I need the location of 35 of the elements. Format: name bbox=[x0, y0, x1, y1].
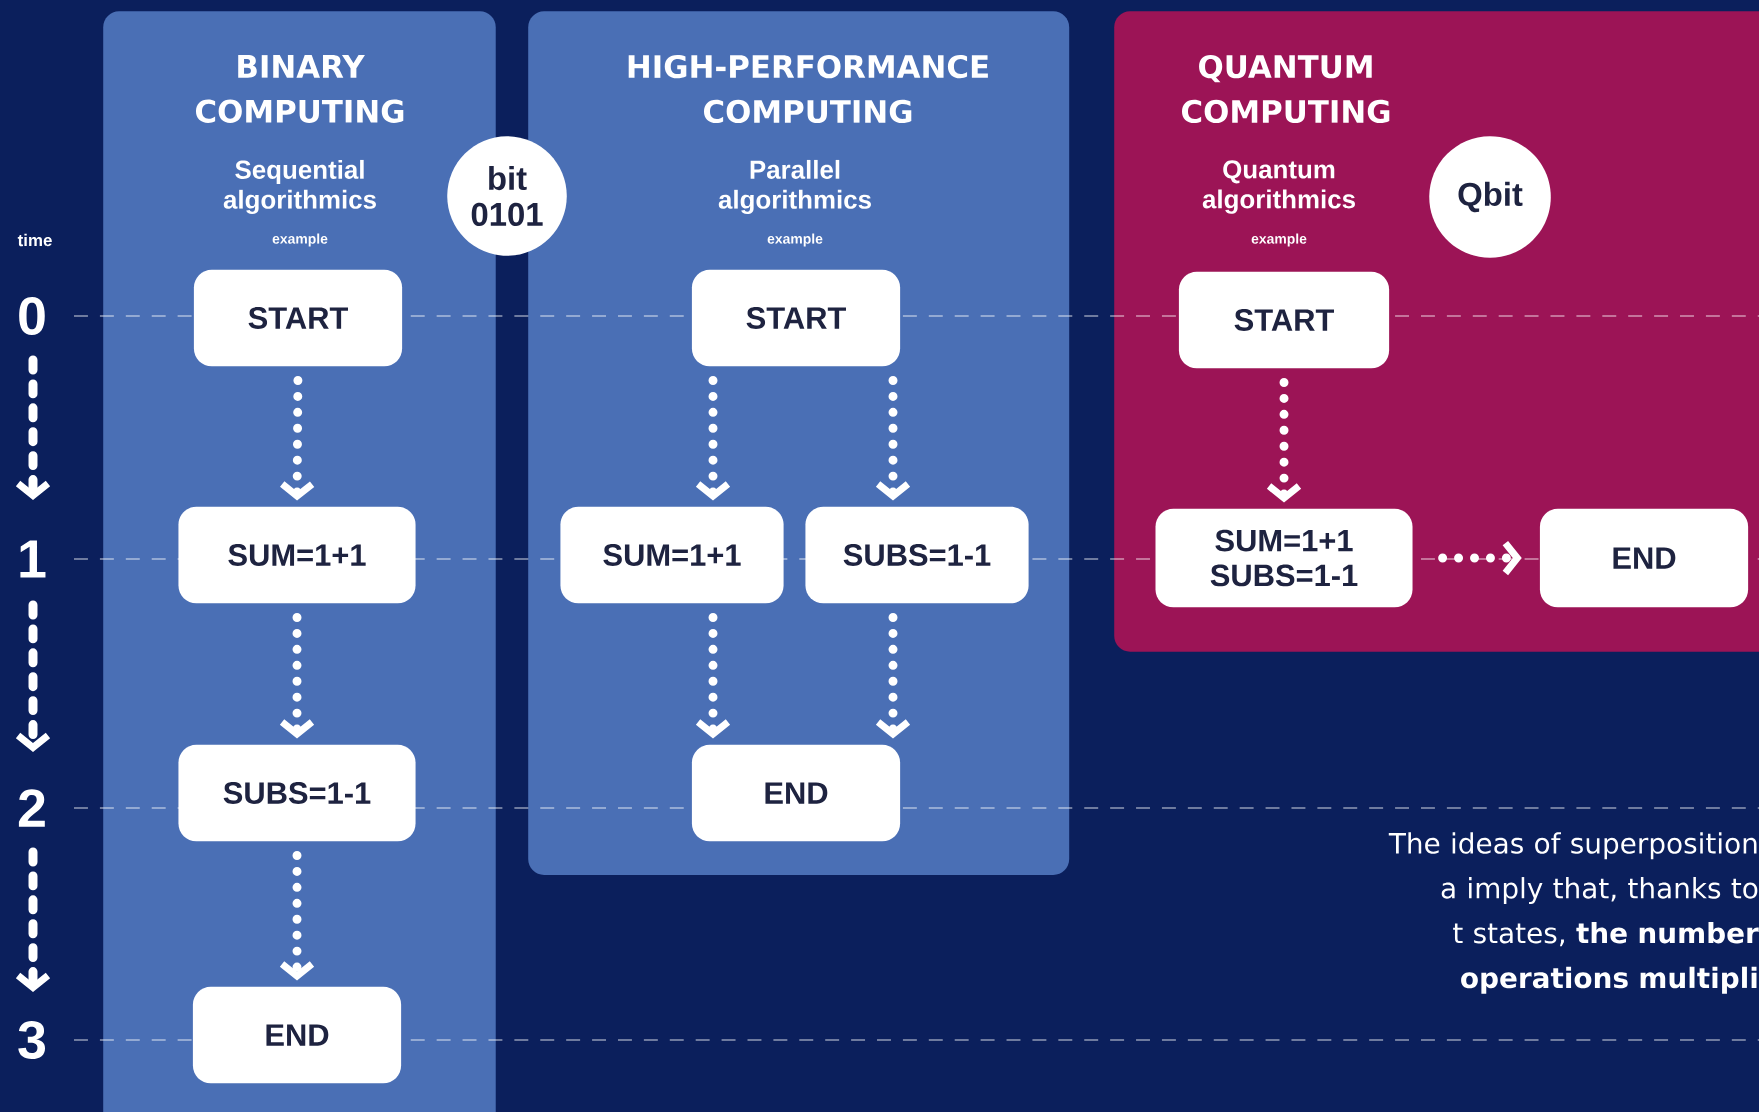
panel-label: example bbox=[767, 233, 823, 247]
arrow bbox=[1438, 540, 1522, 576]
step-box: START bbox=[1178, 271, 1390, 369]
step-box: SUBS=1-1 bbox=[178, 744, 416, 842]
time-number: 2 bbox=[18, 789, 45, 827]
time-number: 0 bbox=[19, 296, 45, 336]
step-box: SUM=1+1 SUBS=1-1 bbox=[1155, 508, 1413, 608]
step-box: END bbox=[1539, 508, 1749, 608]
panel-label: example bbox=[272, 233, 328, 247]
step-box: START bbox=[691, 269, 901, 367]
panel-heading: QUANTUM COMPUTING bbox=[1182, 54, 1390, 124]
arrow bbox=[695, 613, 731, 739]
step-box: START bbox=[193, 269, 403, 367]
arrow bbox=[279, 613, 315, 739]
subtitle: Quantum algorithmics bbox=[1202, 160, 1355, 214]
step-box: SUM=1+1 bbox=[560, 506, 784, 604]
arrow bbox=[695, 376, 731, 501]
subtitle: Sequential algorithmics bbox=[223, 159, 376, 215]
arrow bbox=[280, 376, 315, 501]
note-text: The ideas of superposition a imply that, thanks to t states, the number operations multipli bbox=[1388, 832, 1759, 994]
time-number: 1 bbox=[20, 540, 46, 578]
panel-heading: BINARY COMPUTING bbox=[195, 55, 404, 123]
subtitle: Parallel algorithmics bbox=[718, 159, 871, 215]
arrow bbox=[1266, 378, 1302, 503]
time-number: 3 bbox=[18, 1020, 45, 1060]
step-box: SUBS=1-1 bbox=[805, 506, 1029, 604]
step-box: END bbox=[192, 986, 402, 1084]
panel-label: example bbox=[1251, 233, 1307, 247]
arrow bbox=[875, 376, 911, 501]
step-box: END bbox=[691, 744, 901, 842]
arrow bbox=[279, 851, 315, 981]
panel-heading: HIGH-PERFORMANCE COMPUTING bbox=[628, 54, 988, 124]
step-box: SUM=1+1 bbox=[178, 506, 416, 604]
arrow bbox=[875, 613, 911, 739]
axis-label: time bbox=[17, 233, 52, 247]
